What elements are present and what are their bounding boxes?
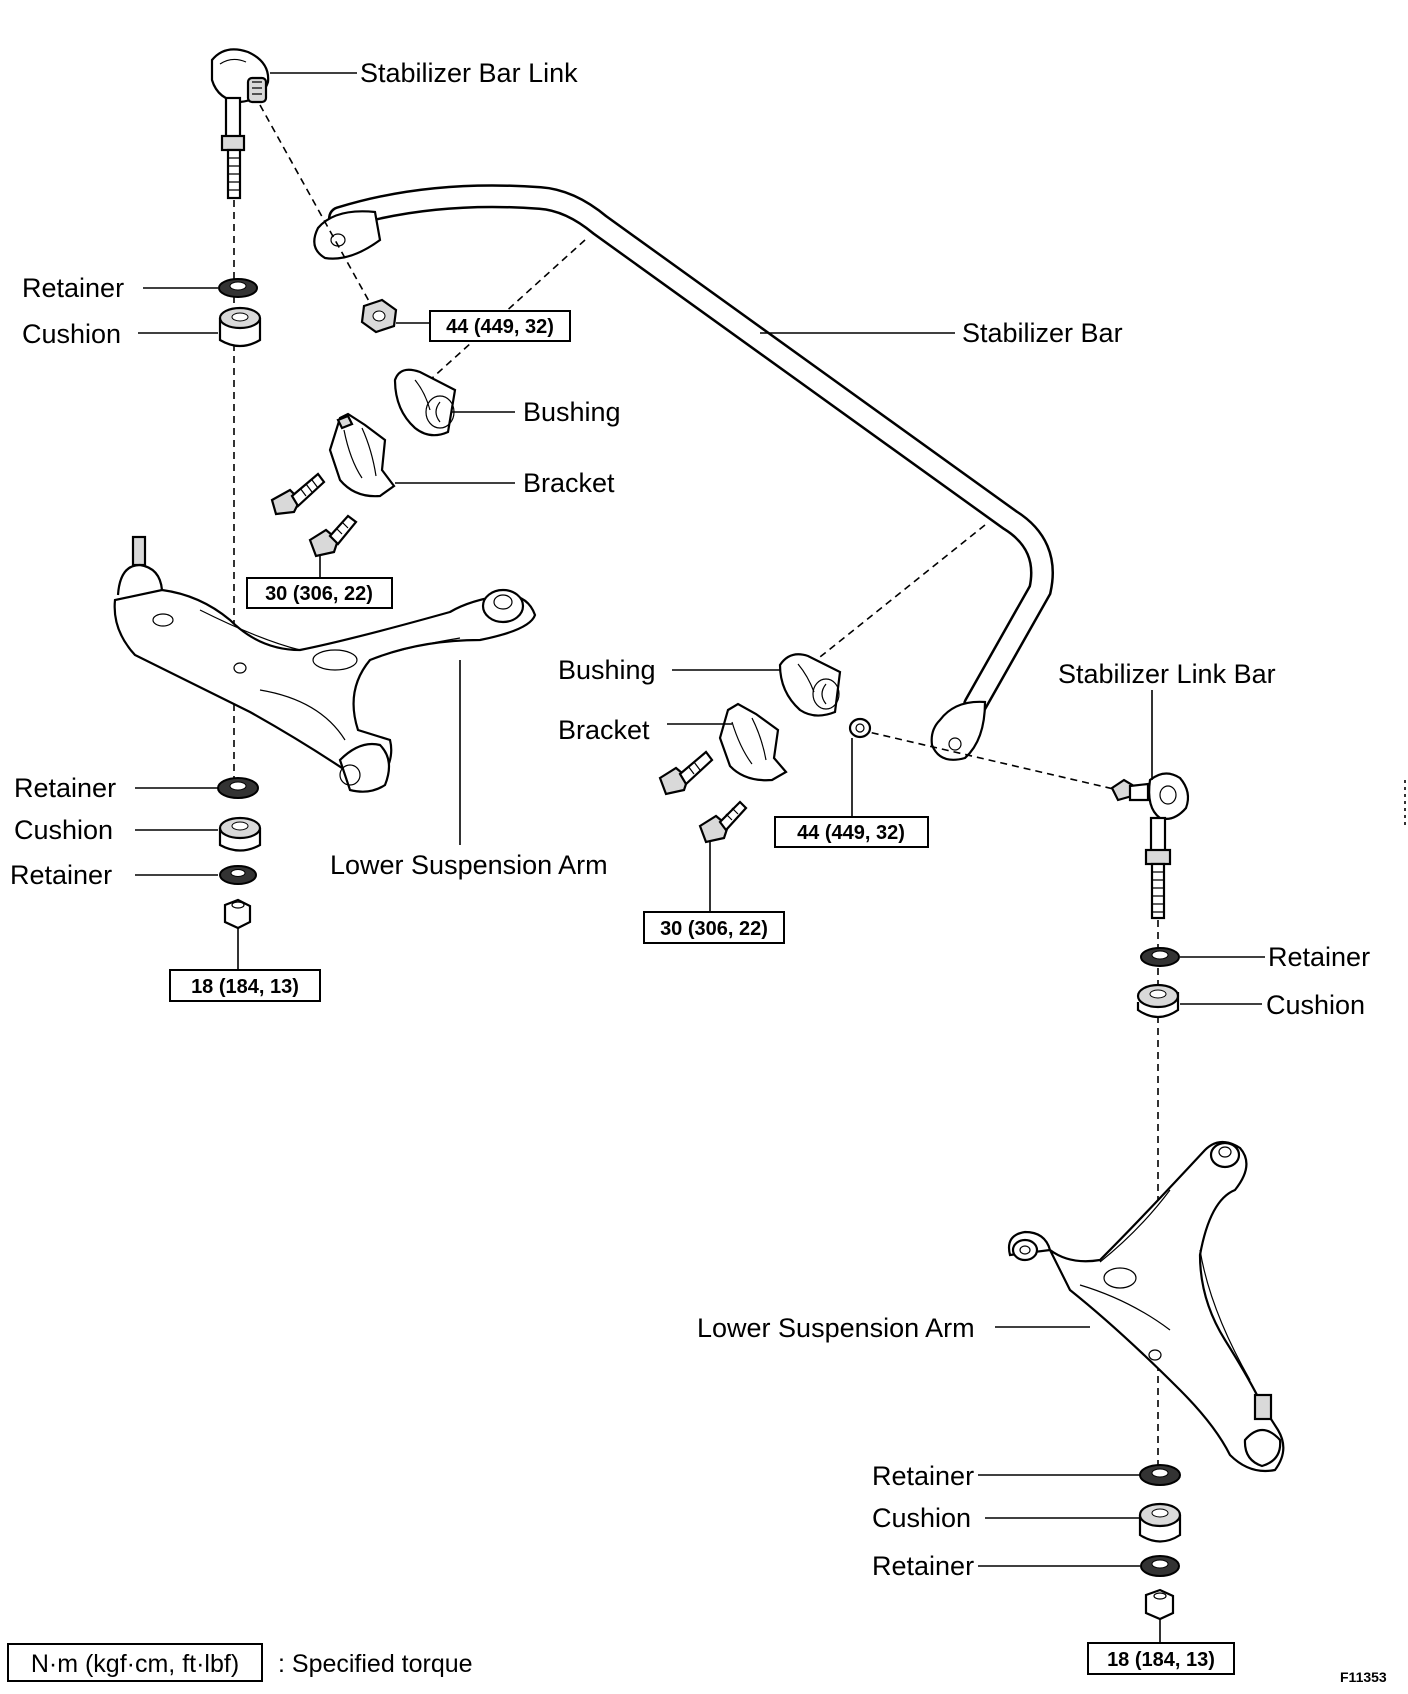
svg-text:30 (306, 22): 30 (306, 22) (660, 918, 768, 940)
retainer-left-top (218, 278, 258, 298)
label-stabilizer-link-bar: Stabilizer Link Bar (1058, 659, 1276, 689)
lower-suspension-arm-left (113, 535, 537, 793)
svg-text:44 (449, 32): 44 (449, 32) (446, 316, 554, 338)
cushion-right-top (1136, 983, 1180, 1019)
leader-lines (135, 72, 1406, 1643)
label-retainer-left-top: Retainer (22, 273, 124, 303)
svg-text:18 (184, 13): 18 (184, 13) (1107, 1649, 1215, 1671)
label-stabilizer-bar: Stabilizer Bar (962, 318, 1123, 348)
label-retainer-right-mid: Retainer (872, 1461, 974, 1491)
assembly-line-link-to-bar (259, 104, 376, 313)
retainer-right-mid (1139, 1464, 1181, 1486)
stabilizer-bar (313, 184, 1054, 761)
bracket-upper (328, 412, 396, 498)
nut-cushion-right (1144, 1588, 1175, 1621)
retainer-right-top (1140, 947, 1180, 967)
label-cushion-right-top: Cushion (1266, 990, 1365, 1020)
legend: N·m (kgf·cm, ft·lbf) : Specified torque (7, 1643, 473, 1682)
torque-box-link-nut-right: 44 (449, 32) (774, 816, 929, 848)
label-bushing-upper: Bushing (523, 397, 621, 427)
washer-link-right-bar (848, 717, 872, 739)
bracket-lower (718, 702, 788, 782)
label-cushion-left-bottom: Cushion (14, 815, 113, 845)
bushing-lower (778, 653, 842, 717)
retainer-right-bottom (1140, 1555, 1180, 1577)
torque-box-bracket-bolt-lower: 30 (306, 22) (643, 911, 785, 944)
label-lower-suspension-arm-right: Lower Suspension Arm (697, 1313, 975, 1343)
legend-description: : Specified torque (278, 1650, 473, 1678)
label-retainer-left-mid: Retainer (14, 773, 116, 803)
nut-cushion-left (223, 898, 252, 930)
bolt-bracket-upper-2 (308, 514, 358, 558)
svg-text:18 (184, 13): 18 (184, 13) (191, 976, 299, 998)
torque-box-bracket-bolt-upper: 30 (306, 22) (246, 577, 393, 609)
assembly-line-bushing-lower (809, 524, 986, 666)
assembly-line-link-right-to-bar (859, 729, 1119, 791)
retainer-left-mid (217, 777, 259, 799)
lower-suspension-arm-right (1007, 1140, 1285, 1473)
torque-box-cushion-nut-right: 18 (184, 13) (1087, 1642, 1235, 1675)
cushion-right-bottom (1138, 1502, 1182, 1543)
stabilizer-link-bar-right (1110, 772, 1190, 920)
label-bracket-lower: Bracket (558, 715, 650, 745)
torque-box-cushion-nut-left: 18 (184, 13) (169, 969, 321, 1002)
bolt-bracket-upper-1 (270, 472, 326, 516)
label-bushing-lower: Bushing (558, 655, 656, 685)
cushion-left-top (218, 306, 262, 348)
torque-box-link-nut-left: 44 (449, 32) (429, 310, 571, 342)
retainer-left-bottom (219, 865, 257, 885)
label-stabilizer-bar-link: Stabilizer Bar Link (360, 58, 578, 88)
bolt-bracket-lower-2 (698, 800, 748, 844)
svg-text:30 (306, 22): 30 (306, 22) (265, 583, 373, 605)
stabilizer-bar-link-left (210, 48, 270, 200)
label-cushion-right-bottom: Cushion (872, 1503, 971, 1533)
legend-unit: N·m (kgf·cm, ft·lbf) (31, 1650, 239, 1678)
label-cushion-left-top: Cushion (22, 319, 121, 349)
cushion-left-bottom (218, 816, 262, 852)
label-retainer-right-top: Retainer (1268, 942, 1370, 972)
label-retainer-right-bottom: Retainer (872, 1551, 974, 1581)
svg-text:44 (449, 32): 44 (449, 32) (797, 822, 905, 844)
bushing-upper (393, 368, 457, 437)
label-bracket-upper: Bracket (523, 468, 615, 498)
figure-id: F11353 (1340, 1669, 1387, 1685)
label-lower-suspension-arm-left: Lower Suspension Arm (330, 850, 608, 880)
assembly-line-bushing-upper (429, 239, 586, 381)
nut-link-left (360, 298, 398, 334)
label-retainer-left-bottom: Retainer (10, 860, 112, 890)
bolt-bracket-lower-1 (658, 750, 714, 796)
